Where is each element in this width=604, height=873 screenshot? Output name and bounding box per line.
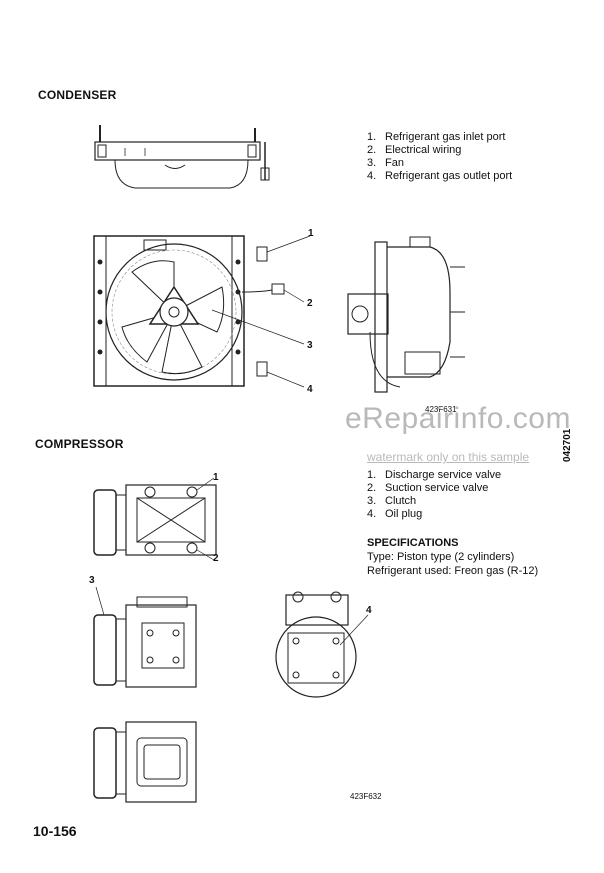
- list-item: 2.Suction service valve: [367, 482, 489, 494]
- compressor-callout-4: 4: [366, 605, 372, 616]
- compressor-top-view-drawing: [93, 477, 217, 561]
- spec-type: Type: Piston type (2 cylinders): [367, 551, 515, 563]
- condenser-heading: CONDENSER: [38, 88, 117, 102]
- compressor-heading: COMPRESSOR: [35, 437, 124, 451]
- condenser-front-view-drawing: [93, 235, 311, 388]
- condenser-callout-3: 3: [307, 340, 313, 351]
- list-item: 3.Fan: [367, 157, 404, 169]
- condenser-parts-list: 1.Refrigerant gas inlet port 2.Electrica…: [367, 131, 512, 183]
- specifications-title: SPECIFICATIONS: [367, 537, 459, 549]
- spec-refrigerant: Refrigerant used: Freon gas (R-12): [367, 565, 539, 577]
- page-number: 10-156: [33, 823, 77, 839]
- compressor-parts-list: 1.Discharge service valve 2.Suction serv…: [367, 469, 501, 521]
- condenser-callout-4: 4: [307, 384, 313, 395]
- list-item: 4.Oil plug: [367, 508, 423, 520]
- compressor-callout-1: 1: [213, 472, 219, 483]
- condenser-top-view-drawing: [94, 125, 270, 189]
- list-item: 3.Clutch: [367, 495, 417, 507]
- compressor-callout-3: 3: [89, 575, 95, 586]
- list-item: 1.Refrigerant gas inlet port: [367, 131, 506, 143]
- compressor-bottom-view-drawing: [93, 721, 197, 803]
- compressor-rear-view-drawing: [275, 591, 369, 698]
- condenser-side-view-drawing: [347, 236, 465, 393]
- compressor-callout-2: 2: [213, 553, 219, 564]
- side-code: 042701: [562, 428, 573, 462]
- watermark-sub: watermark only on this sample: [367, 450, 530, 464]
- compressor-figure-code: 423F632: [350, 792, 382, 801]
- condenser-callout-1: 1: [308, 228, 314, 239]
- condenser-figure-code: 423F631: [425, 405, 457, 414]
- side-code-container: 042701: [562, 420, 602, 470]
- watermark-main: eRepairinfo.com: [345, 402, 571, 435]
- list-item: 1.Discharge service valve: [367, 469, 502, 481]
- list-item: 4.Refrigerant gas outlet port: [367, 170, 513, 182]
- list-item: 2.Electrical wiring: [367, 144, 462, 156]
- compressor-front-view-drawing: [93, 586, 197, 688]
- condenser-callout-2: 2: [307, 298, 313, 309]
